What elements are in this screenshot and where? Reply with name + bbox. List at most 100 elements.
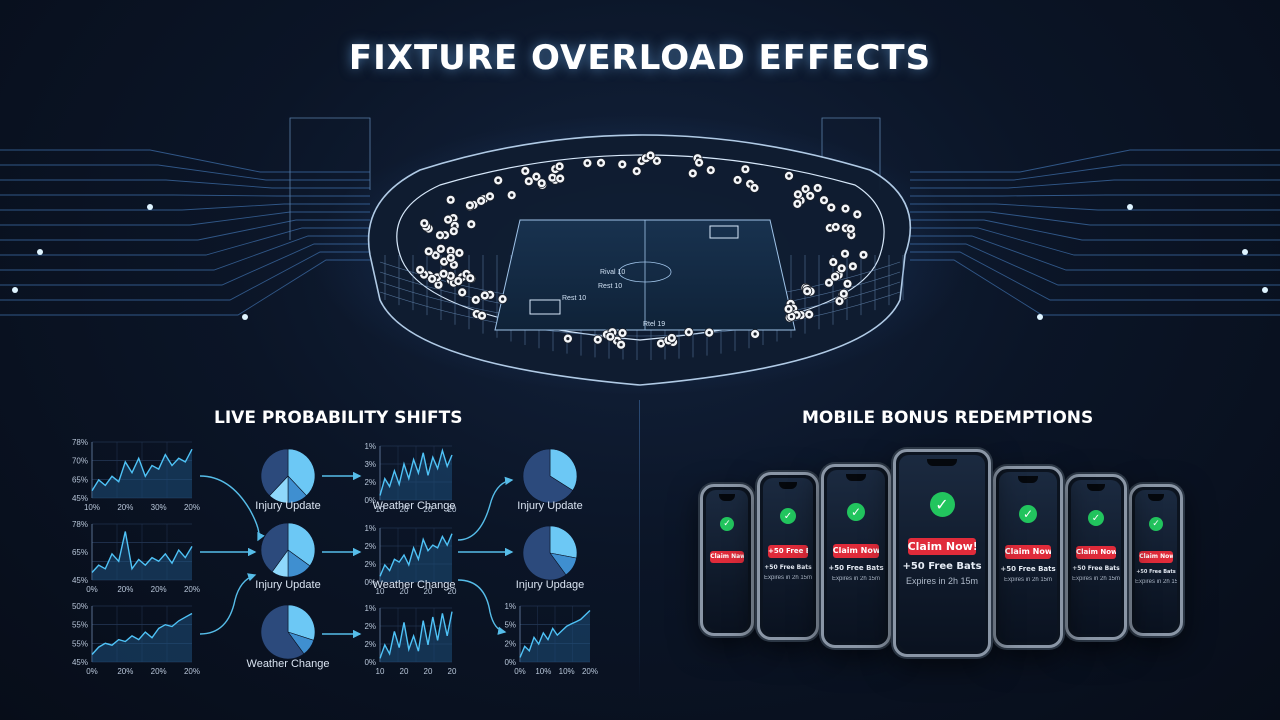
page-title: FIXTURE OVERLOAD EFFECTS — [348, 38, 932, 78]
x-tick-label: 20% — [184, 667, 200, 676]
series-line — [379, 447, 453, 496]
x-tick-label: 20% — [117, 667, 133, 676]
claim-button[interactable]: Claim Now! — [832, 544, 880, 558]
y-tick-label: 2% — [364, 640, 376, 649]
x-tick-label: 10 — [376, 667, 385, 676]
line-chart: 1%5%2%0%0%10%10%20% — [492, 602, 598, 678]
claim-button[interactable]: +50 Free Bets — [768, 545, 808, 558]
y-tick-label: 0% — [504, 658, 516, 667]
pie-chart — [522, 448, 578, 504]
stadium-illustration: Rival 10 Rest 10 Rtel 19 Rest 10 — [0, 115, 1280, 395]
series-line — [91, 448, 193, 492]
pie-chart — [522, 525, 578, 581]
x-tick-label: 10% — [559, 667, 575, 676]
pitch-label: Rival 10 — [600, 269, 625, 276]
pie-slice — [287, 448, 316, 497]
series-line — [519, 609, 591, 658]
x-tick-label: 10% — [84, 503, 100, 512]
x-tick-label: 20 — [400, 587, 409, 596]
pie-slice — [287, 604, 316, 641]
x-tick-label: 10% — [535, 667, 551, 676]
series-area — [380, 450, 452, 500]
y-tick-label: 1% — [364, 604, 376, 613]
series-line — [379, 611, 453, 659]
phone-notch — [1148, 494, 1164, 501]
claim-button[interactable]: Claim Now! — [1004, 545, 1052, 559]
x-tick-label: 0% — [514, 667, 526, 676]
pie-label: Injury Update — [255, 500, 321, 512]
series-area — [92, 449, 192, 498]
pie-slice — [260, 448, 289, 497]
claim-button[interactable]: Claim Now! — [907, 538, 977, 555]
x-tick-label: 20 — [424, 505, 433, 514]
y-tick-label: 0% — [364, 578, 376, 587]
pie-label: Injury Update — [255, 579, 321, 591]
x-tick-label: 20% — [184, 585, 200, 594]
series-area — [92, 531, 192, 580]
pitch-label: Rest 10 — [598, 283, 622, 290]
y-tick-label: 45% — [72, 658, 88, 667]
y-tick-label: 78% — [72, 438, 88, 447]
y-tick-label: 65% — [72, 548, 88, 557]
y-tick-label: 65% — [72, 475, 88, 484]
claim-button[interactable]: Claim Now! — [1076, 546, 1116, 559]
offer-text: +50 Free Bats — [828, 564, 884, 572]
expiry-text: Expires in 2h 15m — [763, 575, 813, 581]
pie-slice — [522, 448, 574, 504]
y-tick-label: 2% — [364, 542, 376, 551]
expiry-text: Expires in 2h 15m — [1071, 576, 1121, 582]
pie-chart — [260, 604, 316, 660]
phone-screen: ✓ Claim Naw — [706, 490, 748, 630]
phone-notch — [1087, 484, 1105, 491]
check-icon: ✓ — [929, 492, 955, 517]
pie-label: Injury Updage — [515, 579, 585, 591]
check-icon: ✓ — [1088, 510, 1104, 526]
x-tick-label: 20% — [117, 503, 133, 512]
claim-button[interactable]: Claim Naw — [710, 551, 744, 563]
phone-mockup: ✓ Claim Naw — [700, 484, 754, 636]
offer-text: +50 Free Bats — [1136, 569, 1176, 575]
phone-notch — [779, 482, 797, 489]
x-tick-label: 20% — [117, 585, 133, 594]
check-icon: ✓ — [720, 517, 734, 531]
pie-slice — [260, 522, 289, 573]
x-tick-label: 20% — [151, 667, 167, 676]
x-tick-label: 30% — [151, 503, 167, 512]
offer-text: +50 Free Bats — [1000, 565, 1056, 573]
x-tick-label: 20 — [448, 667, 457, 676]
x-tick-label: 20 — [400, 667, 409, 676]
check-icon: ✓ — [1019, 505, 1037, 523]
check-icon: ✓ — [847, 503, 865, 521]
y-tick-label: 55% — [72, 639, 88, 648]
phone-notch — [1017, 476, 1039, 483]
claim-button[interactable]: Claim Now! — [1139, 551, 1173, 563]
pitch-label: Rest 10 — [562, 295, 586, 302]
y-tick-label: 50% — [72, 602, 88, 611]
pie-chart — [260, 522, 316, 578]
pie-slice — [522, 525, 567, 581]
y-tick-label: 2% — [364, 622, 376, 631]
y-tick-label: 78% — [72, 520, 88, 529]
y-tick-label: 5% — [504, 621, 516, 630]
series-line — [91, 531, 193, 573]
x-tick-label: 20% — [582, 667, 598, 676]
pie-label: Weather Change — [372, 579, 456, 591]
pie-chart — [260, 448, 316, 504]
y-tick-label: 0% — [364, 496, 376, 505]
expiry-text: Expires in 2h 15m — [831, 576, 881, 582]
line-chart: 78%70%65%45%10%20%30%20% — [64, 438, 200, 514]
pie-label: Weather Change — [372, 500, 456, 512]
right-panel-title: MOBILE BONUS REDEMPTIONS — [802, 408, 1094, 428]
x-tick-label: 0% — [86, 585, 98, 594]
series-line — [91, 612, 193, 655]
football-crowd — [415, 150, 869, 350]
pie-slice — [287, 522, 316, 567]
